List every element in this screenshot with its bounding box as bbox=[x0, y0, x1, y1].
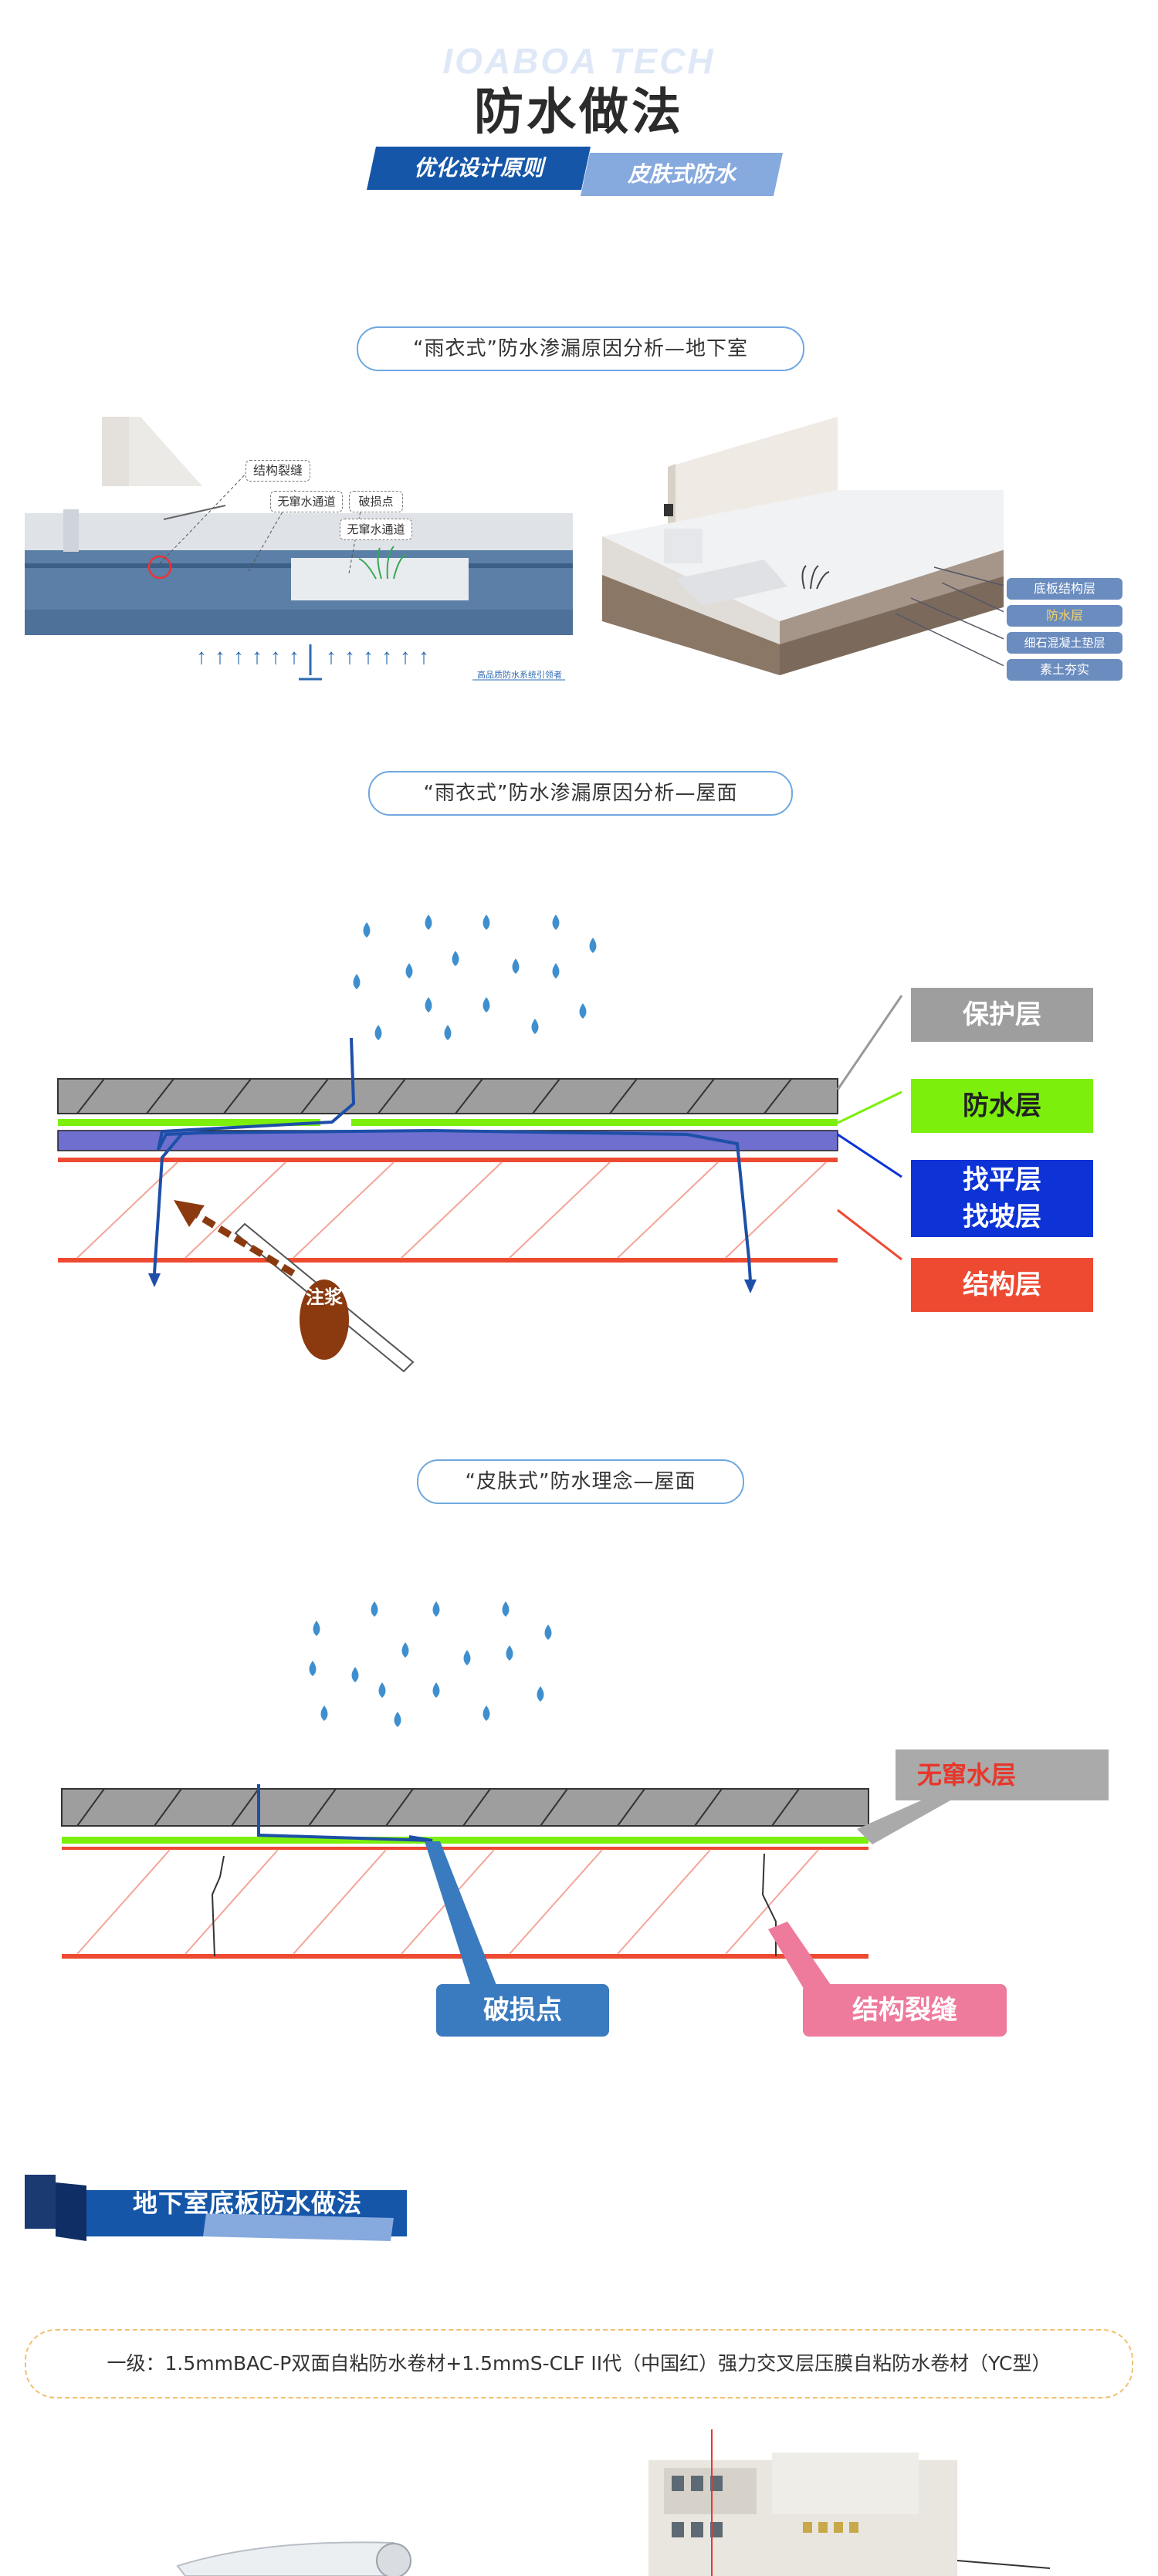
svg-text:↑: ↑ bbox=[233, 644, 244, 668]
tag-design-principle: 优化设计原则 bbox=[367, 147, 591, 190]
building-cutaway-illustration bbox=[648, 2429, 1050, 2576]
callout-damage-point: 破损点 bbox=[349, 491, 403, 512]
layer-leveling: 找平层 bbox=[963, 1165, 1041, 1195]
structure-crack-label: 结构裂缝 bbox=[803, 1984, 1007, 2037]
legend-waterproof-layer: 防水层 bbox=[1007, 605, 1122, 627]
svg-text:↑: ↑ bbox=[344, 644, 355, 668]
layer-slope: 找坡层 bbox=[963, 1202, 1041, 1232]
layer-protection: 保护层 bbox=[911, 988, 1093, 1042]
svg-text:↑: ↑ bbox=[418, 644, 429, 668]
legend-compacted-soil: 素土夯实 bbox=[1007, 659, 1122, 681]
section-pill-basement: “雨衣式”防水渗漏原因分析—地下室 bbox=[357, 326, 804, 371]
layer-leveling-box: 找平层 找坡层 bbox=[911, 1160, 1093, 1237]
damage-point-label: 破损点 bbox=[436, 1984, 609, 2037]
svg-text:↑: ↑ bbox=[252, 644, 262, 668]
svg-text:↑: ↑ bbox=[289, 644, 300, 668]
legend-concrete-cushion: 细石混凝土垫层 bbox=[1007, 632, 1122, 654]
injection-label: 注浆 bbox=[306, 1286, 343, 1308]
section-pill-roof-skin: “皮肤式”防水理念—屋面 bbox=[417, 1459, 744, 1504]
svg-text:↑: ↑ bbox=[326, 644, 337, 668]
callout-no-channel-2: 无窜水通道 bbox=[340, 519, 412, 540]
svg-text:↑: ↑ bbox=[270, 644, 281, 668]
svg-text:↑: ↑ bbox=[215, 644, 225, 668]
section-title-band bbox=[25, 2175, 407, 2241]
legend-base-slab: 底板结构层 bbox=[1007, 578, 1122, 600]
basement-caption: 高品质防水系统引领者 bbox=[477, 670, 562, 680]
svg-text:↑: ↑ bbox=[363, 644, 374, 668]
svg-text:↑: ↑ bbox=[196, 644, 207, 668]
section-title-basement-method: 地下室底板防水做法 bbox=[133, 2189, 363, 2218]
basement-raincoat-illustration: ↑ ↑ ↑ ↑ ↑ ↑ ↑ ↑ ↑ ↑ ↑ ↑ bbox=[25, 417, 573, 681]
membrane-roll-illustration bbox=[176, 2541, 411, 2576]
brand-watermark: IOABOA TECH bbox=[442, 41, 716, 81]
layer-structure: 结构层 bbox=[911, 1258, 1093, 1312]
callout-no-channel: 无窜水通道 bbox=[270, 491, 343, 512]
basement-slab-illustration bbox=[602, 417, 1004, 675]
roof-raincoat-diagram bbox=[57, 914, 903, 1373]
page-title: 防水做法 bbox=[474, 84, 684, 141]
svg-text:↑: ↑ bbox=[381, 644, 392, 668]
svg-text:↑: ↑ bbox=[400, 644, 411, 668]
tag-skin-waterproof: 皮肤式防水 bbox=[581, 153, 783, 196]
section-pill-roof-raincoat: “雨衣式”防水渗漏原因分析—屋面 bbox=[368, 771, 793, 816]
no-channel-label: 无窜水层 bbox=[896, 1749, 1109, 1800]
roof-skin-diagram bbox=[61, 1601, 957, 2006]
callout-structure-crack: 结构裂缝 bbox=[245, 460, 310, 482]
layer-waterproof: 防水层 bbox=[911, 1079, 1093, 1133]
spec-level-one: 一级：1.5mmBAC-P双面自粘防水卷材+1.5mmS-CLF II代（中国红… bbox=[25, 2329, 1133, 2399]
